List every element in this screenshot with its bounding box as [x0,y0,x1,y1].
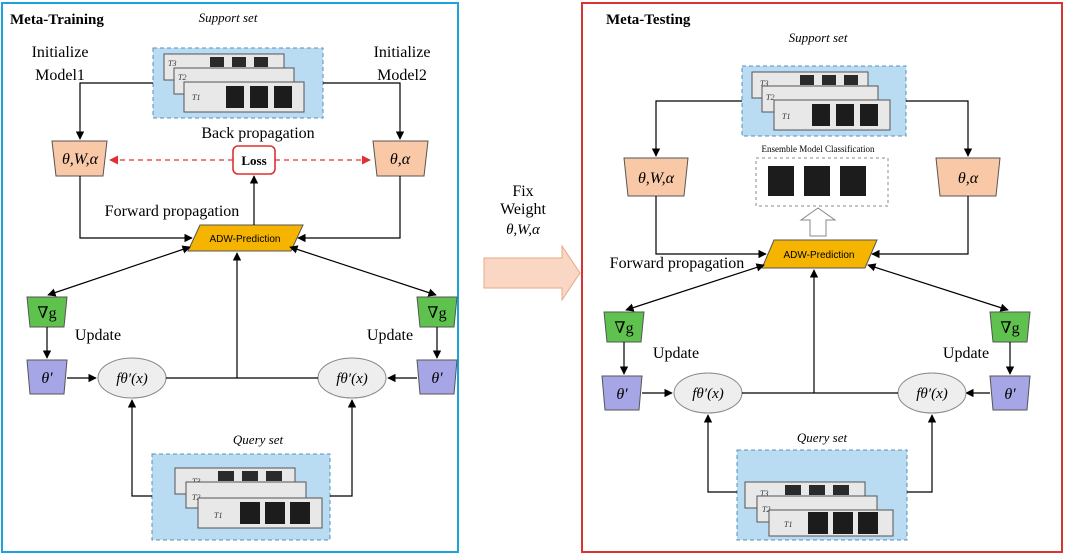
grad-left-box [26,296,68,328]
testing-update-left-label: Update [653,345,699,362]
testing-task-t1: T1 [782,112,790,121]
testing-title: Meta-Testing [606,12,691,28]
support-set-label: Support set [199,10,258,25]
query-task-t1: T1 [214,511,222,520]
testing-params-left-label: θ,W,α [638,170,675,187]
init-model1-label: Initialize [32,44,89,61]
f-node-left-label: fθ′(x) [116,371,147,387]
weight-label: Weight [500,201,546,218]
testing-task-stack: T3 T2 T1 [751,71,891,131]
meta-training-panel: Meta-Training Support set T3 T2 T1 [1,2,459,553]
init-model1-line2: Model1 [35,67,85,84]
training-support-set: Support set T3 T2 T1 [152,10,324,119]
query-task-stack: T3 T2 T1 [174,467,323,529]
testing-update-right-label: Update [943,345,989,362]
testing-query-task-t2: T2 [762,505,770,514]
theta-prime-right-label: θ′ [431,370,443,387]
training-title: Meta-Training [10,12,104,28]
fixed-params-label: θ,W,α [506,222,541,238]
update-left-label: Update [75,327,121,344]
query-task-t2: T2 [192,493,200,502]
transition-arrow [483,244,581,302]
support-set-title: Support set [199,10,258,25]
testing-task-t2: T2 [766,93,774,102]
task-label-t2: T2 [178,73,186,82]
testing-grad-left-box [603,311,645,343]
ensemble-arrow [799,207,837,237]
sample-image [250,86,268,108]
testing-adw-prediction-box [761,239,878,269]
testing-params-left-box [623,157,689,197]
testing-support-set-label: Support set [789,30,848,45]
f-node-right-label: fθ′(x) [336,371,367,387]
loss-label: Loss [241,153,266,168]
back-propagation-label: Back propagation [201,125,314,142]
grad-left-label: ∇g [37,305,56,322]
testing-theta-prime-left-label: θ′ [616,386,628,403]
update-right-label: Update [367,327,413,344]
init-model2-line2: Model2 [377,67,427,84]
testing-params-right-label: θ,α [958,170,979,187]
testing-query-task-stack: T3 T2 T1 [744,481,894,537]
testing-f-node-left-label: fθ′(x) [692,386,723,402]
testing-grad-right-label: ∇g [1000,320,1019,337]
theta-prime-right-box [416,359,458,395]
task-stack: T3 T2 T1 [163,53,305,113]
ensemble-label: Ensemble Model Classification [762,144,875,154]
testing-theta-prime-right-box [989,375,1031,411]
testing-params-right-box [935,157,1001,197]
params-left-box [51,140,108,177]
params-right-box [372,140,429,177]
ensemble-image [804,166,830,196]
testing-task-t3: T3 [760,79,768,88]
adw-prediction-label: ADW-Prediction [210,234,281,245]
testing-query-set-label: Query set [797,430,848,445]
testing-grad-right-box [989,311,1031,343]
task-label-t3: T3 [168,59,176,68]
params-left-label: θ,W,α [62,151,99,168]
grad-right-label: ∇g [427,305,446,322]
forward-propagation-label: Forward propagation [105,203,240,220]
sample-image [226,86,244,108]
query-set-label: Query set [233,432,284,447]
theta-prime-left-label: θ′ [41,370,53,387]
fix-weight-transition: Fix Weight θ,W,α [483,183,581,302]
testing-theta-prime-left-box [601,375,643,411]
sample-image [274,86,292,108]
testing-adw-prediction-label: ADW-Prediction [784,250,855,261]
testing-forward-propagation-label: Forward propagation [610,255,745,272]
task-label-t1: T1 [192,93,200,102]
meta-testing-panel: Meta-Testing Support set T3 T2 T1 θ,W,α … [581,2,1063,553]
ensemble-image [840,166,866,196]
testing-query-task-t3: T3 [760,489,768,498]
ensemble-image [768,166,794,196]
params-right-label: θ,α [390,151,411,168]
fix-label: Fix [512,183,533,200]
testing-query-task-t1: T1 [784,520,792,529]
testing-grad-left-label: ∇g [614,320,633,337]
grad-right-box [416,296,458,328]
init-model2-label: Initialize [374,44,431,61]
theta-prime-left-box [26,359,68,395]
testing-theta-prime-right-label: θ′ [1004,386,1016,403]
testing-f-node-right-label: fθ′(x) [916,386,947,402]
